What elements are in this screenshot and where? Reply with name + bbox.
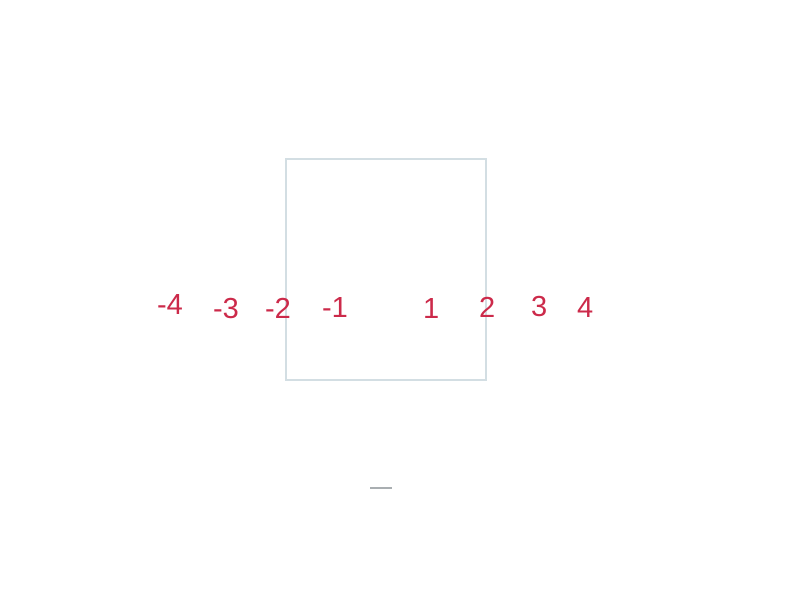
label-1: 1	[423, 293, 440, 325]
square-frame	[285, 158, 487, 381]
label-minus-1: -1	[322, 292, 348, 324]
label-minus-2: -2	[265, 293, 291, 325]
label-3: 3	[531, 291, 548, 323]
label-minus-4: -4	[157, 289, 183, 321]
dash-line	[370, 487, 392, 489]
label-4: 4	[577, 292, 594, 324]
label-minus-3: -3	[213, 293, 239, 325]
label-2: 2	[479, 292, 496, 324]
